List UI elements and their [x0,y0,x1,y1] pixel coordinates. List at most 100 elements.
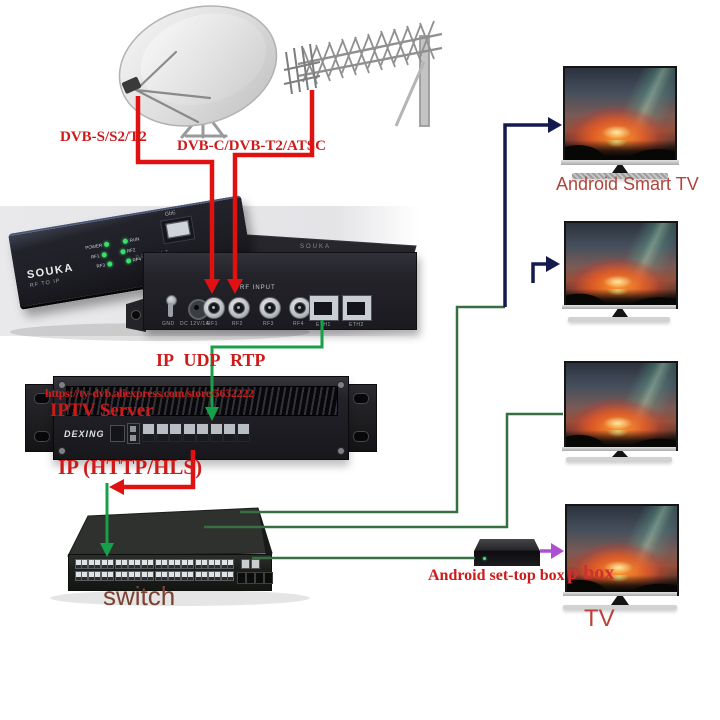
tv3-stand [612,451,628,457]
server-rj45-port [142,423,155,442]
led-label-rf1: RF1 [90,253,100,260]
rack-hole [34,393,50,404]
eth1-label: ETH1 [316,322,331,328]
tv4-chin [563,592,677,596]
gbe-port-label: GbE [164,210,177,218]
switch-port-block [69,555,271,590]
server-rj45-port [196,423,209,442]
switch-rj45-port [227,571,234,581]
receiver-mount-wing [126,298,146,332]
server-rj45-port [236,423,250,442]
rf2-label: RF2 [232,321,243,327]
rf-input-label: RF INPUT [240,285,276,291]
rf1-label: RF1 [207,321,218,327]
rf2-bnc-connector [228,297,250,319]
rf2-led [119,249,126,256]
bnc-pin [268,306,271,309]
android-smart-tv-label: Android Smart TV [556,174,699,194]
tv1-base [572,173,668,179]
switch-label: switch [103,581,176,611]
server-rj45-port [209,423,223,442]
switch-console-port [251,559,260,569]
rack-hole [353,393,369,404]
tv2-base [568,317,670,322]
tv3-chin [562,447,676,451]
bnc-pin [237,306,240,309]
switch-rj45-port [227,559,234,569]
server-brand-logo: DEXING [64,429,105,439]
drop-line-tv2 [531,262,546,283]
store-watermark-url: https://ty-dvb.aliexpress.com/store/5632… [45,386,254,400]
tv2-screen [564,221,678,309]
dvb-c-label: DVB-C/DVB-T2/ATSC [177,138,326,154]
switch-rj45-port [147,571,154,581]
lnb-feed [121,76,142,94]
tv-antenna [283,20,443,127]
led-label-rf4: RF4 [132,256,142,263]
sfp-slot [264,572,273,584]
android-set-top-box-device [474,539,540,566]
set-top-box-label: Android set-top box [428,567,565,584]
switch-rj45-port [107,571,114,581]
led-label-power: POWER [84,242,103,251]
sfp-slot [246,572,255,584]
tv4-base [563,605,677,610]
tv-drop-lines [503,123,548,307]
led-label-rf2: RF2 [126,247,136,254]
tv1-stand [612,165,628,173]
led-label-rf3: RF3 [96,262,106,269]
rf1-bnc-connector [203,297,225,319]
switch-rj45-port [187,559,194,569]
rf1-led [100,252,107,259]
dvb-s-label: DVB-S/S2/T2 [60,129,147,145]
ip-udp-rtp-label: IP UDP RTP [156,350,266,370]
rf4-bnc-connector [289,297,311,319]
drop-line-tv1 [503,123,548,307]
set-top-box-ghost-text: p box [567,562,615,584]
server-rj45-port [182,423,196,442]
rack-hole [34,431,50,442]
screw [337,447,345,455]
gbe-ethernet-port [159,215,196,245]
dc-jack-hole [194,305,199,310]
power-led [103,241,110,248]
screw [337,381,345,389]
led-label-run: RUN [129,236,140,243]
rack-ear-left [25,384,58,452]
ip-http-hls-label: IP (HTTP/HLS) [58,455,203,479]
screw [58,381,66,389]
switch-top-face [67,507,273,557]
gnd-post [168,303,173,317]
switch-rj45-port [147,559,154,569]
rf4-label: RF4 [293,321,304,327]
run-led [122,238,129,245]
android-smart-tv-screen [563,66,677,162]
switch-shadow [50,590,310,606]
eth2-port [342,295,372,321]
satellite-dish [118,5,278,139]
rack-hole [353,431,369,442]
bnc-pin [298,306,301,309]
receiver-brand: SOUKA [26,261,75,282]
eth1-port [309,295,339,321]
tv4-stand [611,596,629,605]
server-usb-ports [127,423,140,444]
switch-mgmt-port [241,559,250,569]
rf3-label: RF3 [263,321,274,327]
switch-rj45-port [107,559,114,569]
arrowhead-hls [109,479,124,495]
server-ethernet-ports [142,423,342,445]
server-console-port [110,425,125,442]
gbe-port-inner [165,220,191,239]
eth2-slot [347,302,365,315]
rf3-led [106,261,113,268]
tv2-stand [612,309,628,317]
tv3-base [566,457,672,462]
sfp-slot [255,572,264,584]
tv2-chin [562,305,676,309]
arrowhead-tv4 [551,543,564,559]
rf-to-ip-receiver-rear: RF INPUT GND DC 12V/1A RF1 RF2 RF3 RF4 E… [143,252,417,330]
server-rj45-port [169,423,182,442]
gnd-label: GND [162,321,175,327]
switch-rj45-port [187,571,194,581]
